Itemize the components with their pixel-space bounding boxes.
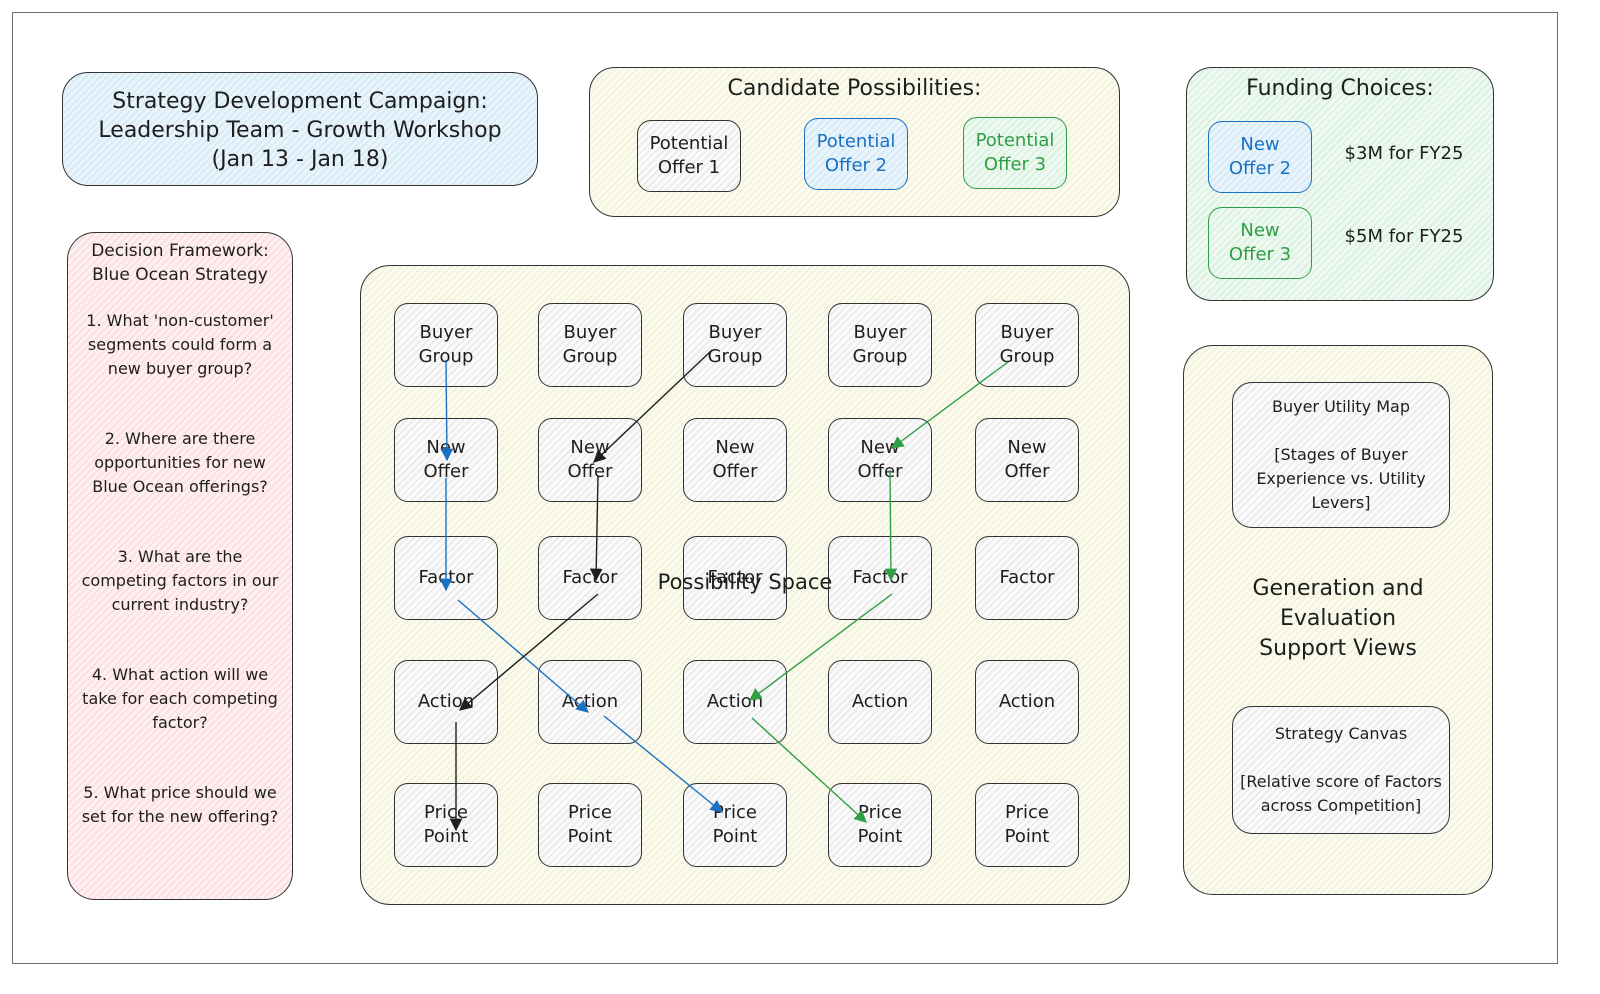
funding-amount-offer-3: $5M for FY25 [1344,226,1464,247]
candidate-possibilities-title: Candidate Possibilities: [727,76,982,101]
framework-question-2: 2. Where are there opportunities for new… [92,429,268,496]
node-row-3-col-1[interactable]: Factor [394,536,498,620]
potential-offer-3[interactable]: Potential Offer 3 [963,117,1067,189]
node-row-5-col-2[interactable]: Price Point [538,783,642,867]
node-row-2-col-3[interactable]: New Offer [683,418,787,502]
node-row-1-col-4[interactable]: Buyer Group [828,303,932,387]
decision-framework-panel: Decision Framework: Blue Ocean Strategy … [67,232,293,900]
node-row-5-col-5[interactable]: Price Point [975,783,1079,867]
node-row-4-col-3[interactable]: Action [683,660,787,744]
node-row-3-col-5[interactable]: Factor [975,536,1079,620]
framework-question-4: 4. What action will we take for each com… [82,665,278,732]
funding-new-offer-2[interactable]: New Offer 2 [1208,121,1312,193]
framework-question-3: 3. What are the competing factors in our… [81,547,279,614]
node-row-4-col-5[interactable]: Action [975,660,1079,744]
campaign-title-line-3: (Jan 13 - Jan 18) [211,147,389,172]
framework-question-5: 5. What price should we set for the new … [81,783,279,826]
node-row-3-col-2[interactable]: Factor [538,536,642,620]
funding-choices-title: Funding Choices: [1246,76,1434,101]
strategy-canvas-view[interactable]: Strategy Canvas [Relative score of Facto… [1232,706,1450,834]
campaign-title-panel: Strategy Development Campaign: Leadershi… [62,72,538,186]
node-row-1-col-3[interactable]: Buyer Group [683,303,787,387]
funding-new-offer-3[interactable]: New Offer 3 [1208,207,1312,279]
possibility-space-label: Possibility Space [657,570,833,594]
framework-question-1: 1. What 'non-customer' segments could fo… [86,311,274,378]
support-views-title: Generation and Evaluation Support Views [1252,576,1424,661]
node-row-1-col-1[interactable]: Buyer Group [394,303,498,387]
node-row-5-col-3[interactable]: Price Point [683,783,787,867]
node-row-1-col-5[interactable]: Buyer Group [975,303,1079,387]
node-row-2-col-4[interactable]: New Offer [828,418,932,502]
node-row-1-col-2[interactable]: Buyer Group [538,303,642,387]
node-row-2-col-1[interactable]: New Offer [394,418,498,502]
buyer-utility-map-view[interactable]: Buyer Utility Map [Stages of Buyer Exper… [1232,382,1450,528]
node-row-5-col-4[interactable]: Price Point [828,783,932,867]
decision-framework-title: Decision Framework: Blue Ocean Strategy [91,241,269,285]
potential-offer-1[interactable]: Potential Offer 1 [637,120,741,192]
node-row-2-col-2[interactable]: New Offer [538,418,642,502]
node-row-4-col-1[interactable]: Action [394,660,498,744]
node-row-2-col-5[interactable]: New Offer [975,418,1079,502]
funding-amount-offer-2: $3M for FY25 [1344,143,1464,164]
potential-offer-2[interactable]: Potential Offer 2 [804,118,908,190]
node-row-5-col-1[interactable]: Price Point [394,783,498,867]
campaign-title-line-2: Leadership Team - Growth Workshop [98,118,502,143]
node-row-4-col-4[interactable]: Action [828,660,932,744]
node-row-4-col-2[interactable]: Action [538,660,642,744]
campaign-title-line-1: Strategy Development Campaign: [112,89,488,114]
canvas-frame [12,12,1558,964]
